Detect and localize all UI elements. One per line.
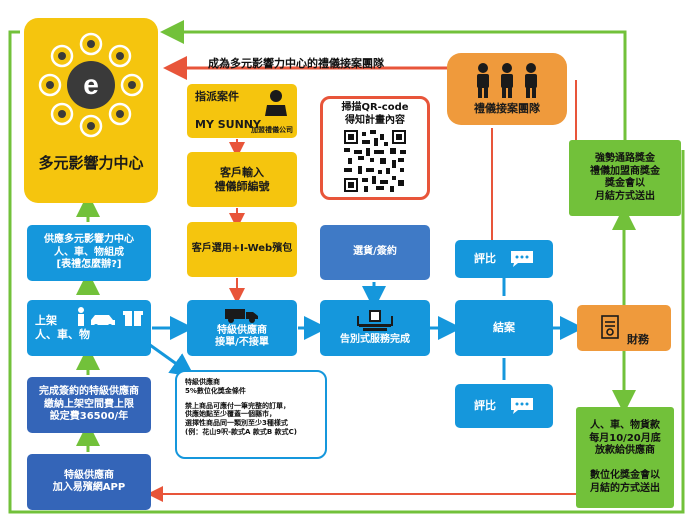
contract-supplier-box: 完成簽約的特級供應商 繳納上架空間費上限 設定費36500/年 xyxy=(27,377,151,433)
select-sign-box: 選貨/簽約 xyxy=(320,225,430,280)
finance-box: 財務 xyxy=(577,305,671,351)
finance-scroll-icon xyxy=(601,315,619,339)
callout-line4: 供應她點至少覆蓋一個縣市， xyxy=(185,410,276,419)
review-top-box: 評比 xyxy=(455,240,553,278)
callout-line6: (例：花山9呎-款式A 款式B 款式C) xyxy=(185,427,297,436)
client-select-box: 客戶選用+I-Web殯包 xyxy=(187,222,297,277)
center-label: 多元影響力中心 xyxy=(38,154,144,172)
review-bottom-box: 評比 xyxy=(455,384,553,428)
review-top-label: 評比 xyxy=(474,252,496,266)
qr-code-image xyxy=(344,130,406,192)
truck-icon xyxy=(225,308,258,323)
join-app-box[interactable]: 特級供應商 加入易殯網APP xyxy=(27,454,151,510)
special-supplier-box: 特級供應商 接單/不接單 xyxy=(187,300,297,356)
green-arrow-top-loop xyxy=(160,20,627,140)
assign-case-box: 指派案件 MY SUNNY 加盟禮儀公司 xyxy=(187,84,297,138)
assign-case-line2: MY SUNNY xyxy=(195,117,261,131)
ceremony-icon xyxy=(357,309,393,331)
farewell-box: 告別式服務完成 xyxy=(320,300,430,356)
callout-box: 特級供應商 5%數位化獎金條件 禁上商品可應付一筆完整的訂單， 供應她點至少覆蓋… xyxy=(175,370,327,459)
green-arrow-outer-right xyxy=(8,30,685,514)
finance-label: 財務 xyxy=(627,333,649,347)
listing-box: 上架 人、車、物 xyxy=(27,300,151,356)
top-flow-label: 成為多元影響力中心的禮儀接案團隊 xyxy=(208,57,384,70)
supply-center-box: 供應多元影響力中心 人、車、物組成 [表禮怎麼辦?] xyxy=(27,225,151,281)
assign-case-line1: 指派案件 xyxy=(195,90,239,104)
farewell-label: 告別式服務完成 xyxy=(340,333,410,345)
special-supplier-label: 特級供應商 接單/不接單 xyxy=(215,324,269,349)
team-box: 禮儀接案團隊 xyxy=(447,53,567,125)
agent-person-icon xyxy=(265,90,287,116)
callout-line1: 特級供應商 xyxy=(185,378,220,386)
listing-label: 上架 人、車、物 xyxy=(35,314,90,341)
callout-line5: 選擇性商品同一類別至少3種樣式 xyxy=(185,419,288,427)
qr-title: 掃描QR-code 得知計畫內容 xyxy=(341,102,409,126)
team-people-icon xyxy=(477,63,537,99)
bonus-green-box: 強勢通路獎金 禮儀加盟商獎金 獎金會以 月結方式送出 xyxy=(569,140,681,216)
team-label: 禮儀接案團隊 xyxy=(474,102,540,116)
payout-green-box: 人、車、物貨款 每月10/20月底 放款給供應商 數位化獎金會以 月結的方式送出 xyxy=(576,407,674,508)
hub-ring-icon: e xyxy=(38,32,144,138)
person-car-gift-icon xyxy=(78,307,143,328)
speech-bubble-icon xyxy=(511,398,533,414)
callout-line3: 禁上商品可應付一筆完整的訂單， xyxy=(185,401,290,410)
settle-box: 結案 xyxy=(455,300,553,356)
review-bottom-label: 評比 xyxy=(474,399,496,413)
qr-code-box[interactable]: 掃描QR-code 得知計畫內容 xyxy=(320,96,430,200)
blue-arrow-listing-to-callout xyxy=(149,343,195,377)
hub-logo-text: e xyxy=(83,69,99,100)
callout-line2: 5%數位化獎金條件 xyxy=(185,386,246,395)
center-hub: e 多元影響力中心 xyxy=(24,18,158,203)
assign-case-sub: 加盟禮儀公司 xyxy=(251,126,293,135)
speech-bubble-icon xyxy=(511,251,533,267)
client-input-box: 客戶輸入 禮儀師編號 xyxy=(187,152,297,207)
